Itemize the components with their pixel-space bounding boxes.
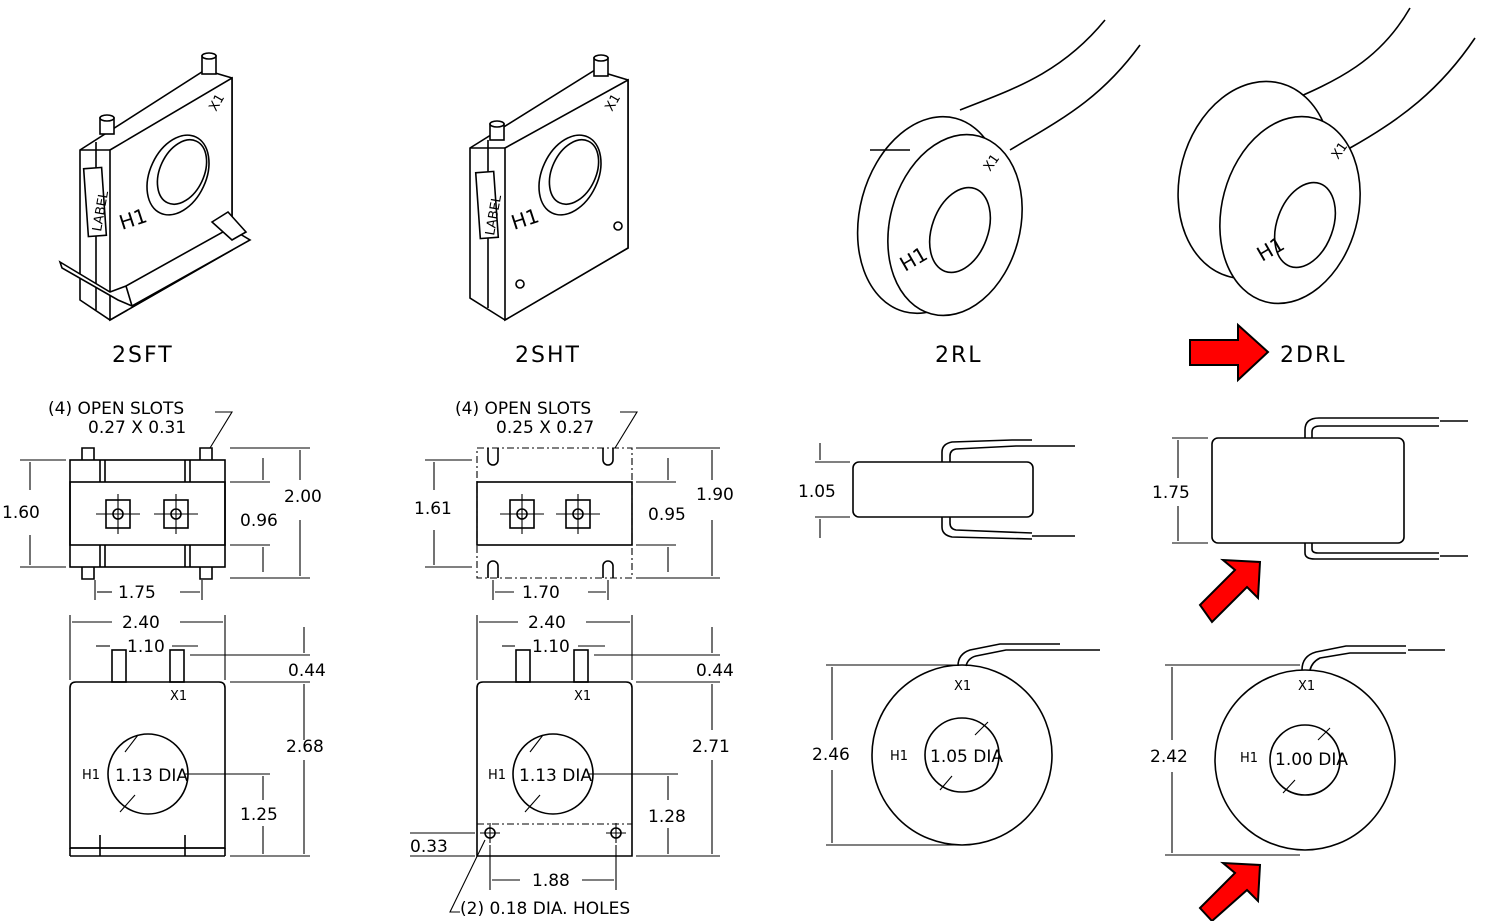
sht-x1: X1 [574,689,591,704]
sft-x1: X1 [170,689,187,704]
highlight-arrow-diagonal-upper [1198,558,1262,624]
sft-dim-044: 0.44 [288,661,326,681]
sht-dim-271: 2.71 [692,737,730,757]
label-text-2sht: LABEL [483,193,505,237]
sft-slots-note-2: 0.27 X 0.31 [88,418,186,438]
sht-slots-note-1: (4) OPEN SLOTS [455,399,591,419]
sft-dim-110: 1.10 [127,637,165,657]
model-label-2sft: 2SFT [112,343,174,368]
sht-front-view: 2.40 1.10 1.13 DIA H1 X1 0.44 2.71 1.28 … [410,613,734,919]
sft-dim-125: 1.25 [240,805,278,825]
iso-2rl: H1 X1 [856,19,1141,317]
sht-dim-095: 0.95 [648,505,686,525]
sft-dim-160: 1.60 [2,503,40,523]
rl-x1: X1 [954,679,971,694]
sht-dia: 1.13 DIA [519,766,592,786]
sht-slots-note-2: 0.25 X 0.27 [496,418,594,438]
model-label-2rl: 2RL [935,343,983,368]
sht-dim-240: 2.40 [528,613,566,633]
sft-dia: 1.13 DIA [115,766,188,786]
sft-h1: H1 [82,768,100,783]
drl-front-view: X1 H1 1.00 DIA 2.42 [1150,645,1445,856]
sht-h1: H1 [488,768,506,783]
sft-dim-268: 2.68 [286,737,324,757]
rl-front-view: X1 H1 1.05 DIA 2.46 [812,643,1100,846]
sft-front-view: 2.40 1.10 1.13 DIA H1 X1 0.44 2.68 1.25 [69,613,326,857]
sht-dim-044: 0.44 [696,661,734,681]
sht-dim-188: 1.88 [532,871,570,891]
sft-top-view: (4) OPEN SLOTS 0.27 X 0.31 1.60 2.00 0.9… [2,399,322,603]
sht-holes-note: (2) 0.18 DIA. HOLES [460,899,630,919]
sft-dim-240: 2.40 [122,613,160,633]
drl-side-view: 1.75 [1152,417,1468,560]
sht-dim-110: 1.10 [532,637,570,657]
x1-mark-2sht: X1 [602,92,624,114]
rl-dim-246: 2.46 [812,745,850,765]
drl-dim-175: 1.75 [1152,483,1190,503]
sht-dim-170: 1.70 [522,583,560,603]
rl-h1: H1 [890,749,908,764]
label-text-2sft: LABEL [90,189,112,233]
sht-dim-190: 1.90 [696,485,734,505]
iso-2sht: LABEL H1 X1 [469,54,629,322]
sft-dim-096: 0.96 [240,511,278,531]
drl-dim-242: 2.42 [1150,747,1188,767]
iso-2drl: H1 X1 [1177,7,1476,305]
highlight-arrow-diagonal-lower [1198,861,1262,921]
model-label-2drl: 2DRL [1280,343,1346,368]
sht-dim-128: 1.28 [648,807,686,827]
drl-x1: X1 [1298,679,1315,694]
rl-side-view: 1.05 [798,439,1075,540]
rl-dim-105: 1.05 [798,482,836,502]
sht-dim-161: 1.61 [414,499,452,519]
drl-dia: 1.00 DIA [1275,750,1348,770]
rl-dia: 1.05 DIA [930,747,1003,767]
x1-mark-2sft: X1 [206,92,228,114]
sht-dim-033: 0.33 [410,837,448,857]
highlight-arrow-right [1189,322,1270,383]
model-label-2sht: 2SHT [515,343,581,368]
drl-h1: H1 [1240,751,1258,766]
sht-top-view: (4) OPEN SLOTS 0.25 X 0.27 1.61 1.90 0.9… [414,399,734,603]
iso-2sft: LABEL H1 X1 [58,52,252,322]
sft-dim-200: 2.00 [284,487,322,507]
sft-dim-175: 1.75 [118,583,156,603]
sft-slots-note-1: (4) OPEN SLOTS [48,399,184,419]
